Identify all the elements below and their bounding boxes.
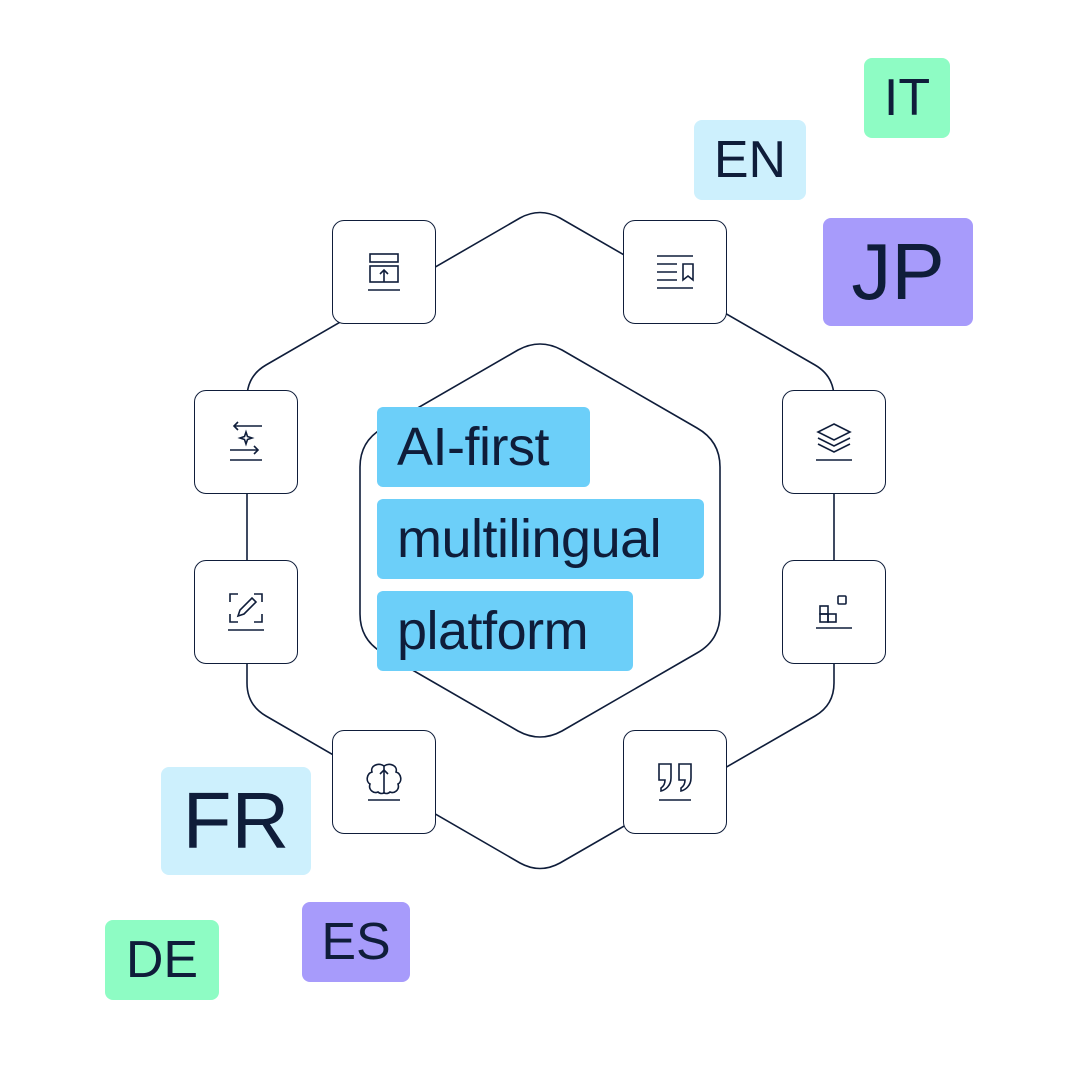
node-brain[interactable] — [332, 730, 436, 834]
node-quote[interactable] — [623, 730, 727, 834]
node-book-bookmark[interactable] — [623, 220, 727, 324]
headline-line-2: multilingual — [377, 499, 704, 579]
language-tag-de: DE — [105, 920, 219, 1000]
inner-hexagon — [359, 343, 721, 738]
language-tag-it: IT — [864, 58, 950, 138]
swap-sparkle-icon — [230, 421, 262, 461]
headline-line-1: AI-first — [377, 407, 590, 487]
node-swap-sparkle[interactable] — [194, 390, 298, 494]
node-edit-frame[interactable] — [194, 560, 298, 664]
layers-icon — [816, 423, 852, 461]
language-tag-fr: FR — [161, 767, 311, 875]
quote-icon — [658, 763, 692, 801]
headline-line-1-text: AI-first — [397, 417, 550, 477]
language-tag-en: EN — [694, 120, 806, 200]
node-blocks[interactable] — [782, 560, 886, 664]
blocks-icon — [816, 595, 852, 629]
headline-line-2-text: multilingual — [397, 509, 662, 569]
book-bookmark-icon — [657, 255, 694, 289]
layout-upload-icon — [368, 253, 400, 291]
node-layers[interactable] — [782, 390, 886, 494]
headline-line-3-text: platform — [397, 601, 589, 661]
language-tag-es: ES — [302, 902, 410, 982]
brain-icon — [366, 763, 402, 801]
headline-line-3: platform — [377, 591, 633, 671]
node-layout-upload[interactable] — [332, 220, 436, 324]
edit-frame-icon — [228, 593, 264, 631]
language-tag-jp: JP — [823, 218, 973, 326]
